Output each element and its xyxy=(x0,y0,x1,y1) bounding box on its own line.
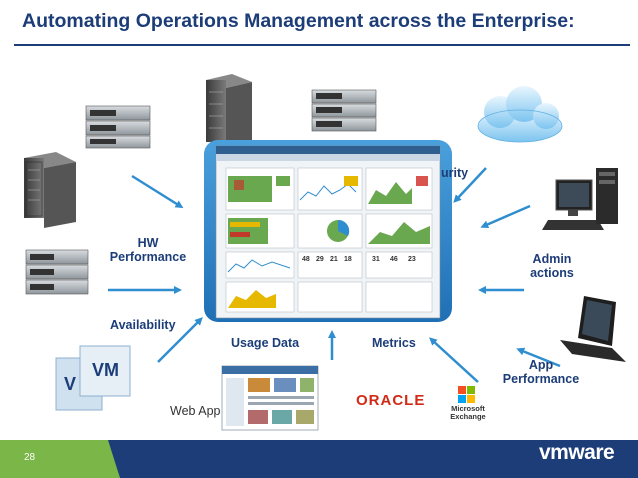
server-tower-icon xyxy=(206,74,252,146)
page-number: 28 xyxy=(24,452,36,463)
web-app-label: Web App xyxy=(170,404,221,418)
exchange-logo-text: Microsoft Exchange xyxy=(450,404,486,421)
dash-num: 29 xyxy=(316,256,324,263)
vmware-logo: vmware xyxy=(539,441,615,464)
admin-actions-label: Admin actions xyxy=(530,252,574,280)
microsoft-exchange-icon xyxy=(458,386,475,403)
desktop-computer-icon xyxy=(542,168,618,230)
security-label: urity xyxy=(441,166,469,180)
dash-num: 23 xyxy=(408,256,416,263)
arrow-desktop xyxy=(480,204,531,229)
title-underline xyxy=(14,44,630,46)
dash-num: 21 xyxy=(330,256,338,263)
laptop-icon xyxy=(560,296,626,362)
web-app-screenshot xyxy=(221,365,319,431)
cloud-icon xyxy=(477,86,563,143)
dash-num: 18 xyxy=(344,256,352,263)
dashboard-screenshot xyxy=(204,140,452,322)
hw-performance-label: HW Performance xyxy=(109,236,187,264)
dash-num: 46 xyxy=(390,256,398,263)
vm-icon-label-front: VM xyxy=(92,360,119,380)
rack-server-icon xyxy=(25,249,89,295)
dash-num: 31 xyxy=(372,256,380,263)
availability-label: Availability xyxy=(110,318,176,332)
arrow-hw-top xyxy=(131,174,184,209)
arrow-app-performance xyxy=(516,347,561,368)
flow-arrows xyxy=(108,167,561,383)
footer-band xyxy=(0,440,638,478)
arrow-security xyxy=(453,167,487,203)
rack-server-icon xyxy=(311,89,377,132)
arrow-availability xyxy=(157,317,203,363)
server-tower-icon xyxy=(24,152,76,228)
slide-title: Automating Operations Management across … xyxy=(22,10,575,32)
rack-server-icon xyxy=(85,105,151,149)
usage-data-label: Usage Data xyxy=(231,336,300,350)
oracle-logo: ORACLE xyxy=(356,392,426,409)
metrics-label: Metrics xyxy=(372,336,416,350)
vm-icon-label-back: V xyxy=(64,374,77,394)
dash-num: 48 xyxy=(302,256,310,263)
arrow-metrics xyxy=(429,337,479,383)
vm-icon xyxy=(55,345,131,411)
app-performance-label: App Performance xyxy=(502,358,580,386)
